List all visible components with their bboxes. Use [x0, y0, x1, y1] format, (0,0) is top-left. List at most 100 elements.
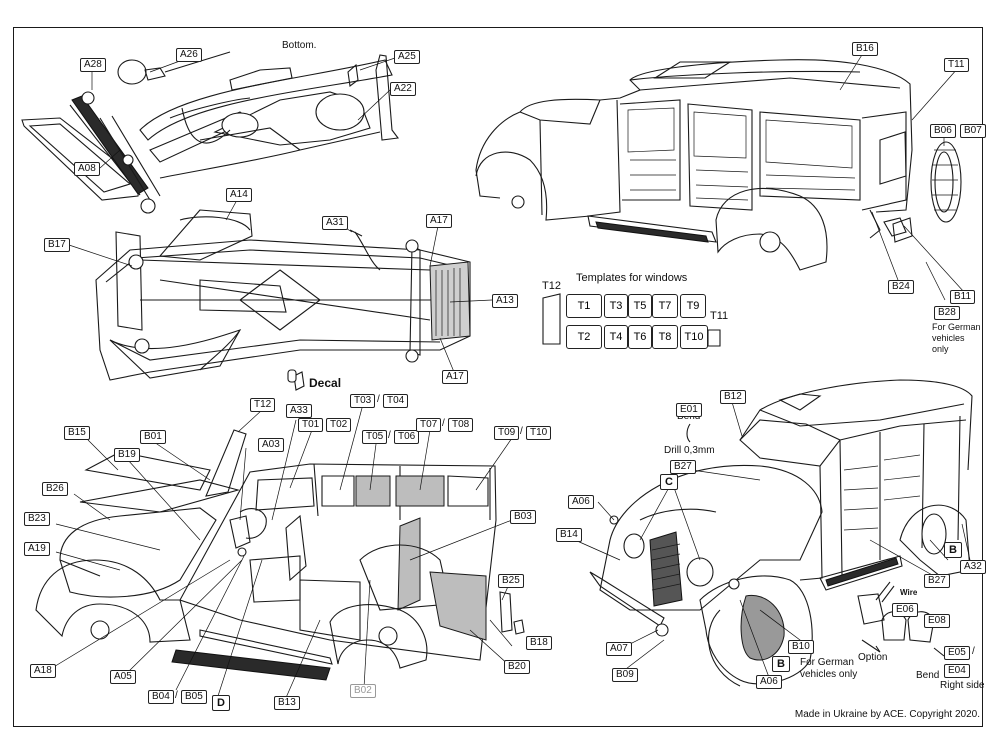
front-view-drawing — [589, 379, 973, 687]
callout-t03: T03 — [350, 394, 376, 408]
callout-a17-top: A17 — [426, 214, 452, 228]
template-t12-label: T12 — [542, 280, 561, 292]
note-bend-bottom: Bend — [916, 670, 940, 681]
note-wire: Wire — [900, 588, 918, 597]
callout-a06-top: A06 — [568, 495, 594, 509]
callout-t10: T10 — [526, 426, 552, 440]
chassis-drawing — [95, 209, 471, 381]
callout-b18: B18 — [526, 636, 552, 650]
note-option: Option — [858, 652, 888, 663]
wagon-body-drawing — [475, 59, 962, 271]
callout-b09: B09 — [612, 668, 638, 682]
template-t5: T5 — [628, 294, 652, 318]
templates-title: Templates for windows — [576, 272, 688, 284]
decal-label: Decal — [309, 376, 342, 390]
rear-axle-drawing — [21, 51, 400, 214]
callout-slash: / — [520, 426, 523, 437]
callout-b24: B24 — [888, 280, 914, 294]
callout-b17: B17 — [44, 238, 70, 252]
callout-b01: B01 — [140, 430, 166, 444]
callout-t09: T09 — [494, 426, 520, 440]
note-german-bottom: For German vehicles only — [800, 657, 858, 680]
callout-b11: B11 — [950, 290, 976, 304]
callout-e04: E04 — [944, 664, 970, 678]
callout-slash: / — [442, 418, 445, 429]
callout-a06-bottom: A06 — [756, 675, 782, 689]
callout-b28: B28 — [934, 306, 960, 320]
template-t7: T7 — [652, 294, 678, 318]
callout-a22: A22 — [390, 82, 416, 96]
template-t10: T10 — [680, 325, 708, 349]
callout-b27-right: B27 — [924, 574, 950, 588]
callout-a18: A18 — [30, 664, 56, 678]
callout-b05: B05 — [181, 690, 207, 704]
callout-b12: B12 — [720, 390, 746, 404]
callout-b-marker-bottom: B — [772, 656, 790, 672]
callout-a32: A32 — [960, 560, 986, 574]
callout-t11: T11 — [944, 58, 969, 72]
callout-b15: B15 — [64, 426, 90, 440]
template-t1: T1 — [566, 294, 602, 318]
callout-a26: A26 — [176, 48, 202, 62]
callout-slash: / — [175, 690, 178, 701]
leader-lines — [51, 49, 971, 701]
callout-slash: / — [377, 394, 380, 405]
callout-t01: T01 — [298, 418, 324, 432]
callout-a33: A33 — [286, 404, 312, 418]
callout-b16: B16 — [852, 42, 878, 56]
callout-b25: B25 — [498, 574, 524, 588]
callout-b27-top: B27 — [670, 460, 696, 474]
callout-b13: B13 — [274, 696, 300, 710]
callout-d: D — [212, 695, 230, 711]
callout-t08: T08 — [448, 418, 474, 432]
callout-e06: E06 — [892, 603, 918, 617]
template-t4: T4 — [604, 325, 628, 349]
callout-b07: B07 — [960, 124, 986, 138]
template-t3: T3 — [604, 294, 628, 318]
note-right-side: Right side — [940, 680, 985, 691]
callout-a25: A25 — [394, 50, 420, 64]
callout-b02: B02 — [350, 684, 376, 698]
callout-a28: A28 — [80, 58, 106, 72]
callout-c: C — [660, 474, 678, 490]
callout-b14: B14 — [556, 528, 582, 542]
callout-e05: E05 — [944, 646, 970, 660]
callout-b03: B03 — [510, 510, 536, 524]
callout-a08: A08 — [74, 162, 100, 176]
callout-b19: B19 — [114, 448, 140, 462]
callout-t07: T07 — [416, 418, 442, 432]
callout-t05: T05 — [362, 430, 388, 444]
callout-b23: B23 — [24, 512, 50, 526]
callout-slash: / — [388, 430, 391, 441]
template-t8: T8 — [652, 325, 678, 349]
callout-b10: B10 — [788, 640, 814, 654]
callout-a05: A05 — [110, 670, 136, 684]
note-german-top: For German vehicles only — [932, 322, 981, 354]
callout-b20: B20 — [504, 660, 530, 674]
callout-t06: T06 — [394, 430, 420, 444]
callout-a13: A13 — [492, 294, 518, 308]
callout-a19: A19 — [24, 542, 50, 556]
callout-a17-bottom: A17 — [442, 370, 468, 384]
callout-b06: B06 — [930, 124, 956, 138]
callout-b26: B26 — [42, 482, 68, 496]
callout-a31: A31 — [322, 216, 348, 230]
window-templates-outline — [542, 293, 721, 347]
callout-t04: T04 — [383, 394, 409, 408]
callout-b-marker-right: B — [944, 542, 962, 558]
callout-e08: E08 — [924, 614, 950, 628]
template-t11-label: T11 — [710, 310, 729, 322]
bottom-view-label: Bottom. — [282, 40, 317, 51]
template-t2: T2 — [566, 325, 602, 349]
callout-a07: A07 — [606, 642, 632, 656]
callout-a03: A03 — [258, 438, 284, 452]
callout-t02: T02 — [326, 418, 352, 432]
callout-t12: T12 — [250, 398, 276, 412]
callout-slash: / — [972, 646, 975, 657]
callout-e01: E01 — [676, 403, 702, 417]
template-t9: T9 — [680, 294, 706, 318]
template-t6: T6 — [628, 325, 652, 349]
note-drill: Drill 0,3mm — [664, 445, 715, 456]
